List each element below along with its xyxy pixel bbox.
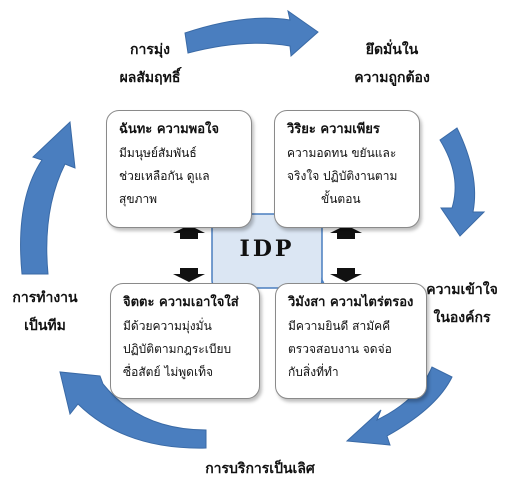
label-line: เป็นทีม xyxy=(24,318,66,334)
connector-arrow-down-right xyxy=(330,268,362,282)
cycle-arrow-right xyxy=(439,127,486,237)
label-service-excellence: การบริการเป็นเลิศ xyxy=(190,459,330,479)
box-line: ตรวจสอบงาน จดจ่อ xyxy=(288,342,392,356)
box-chanda: ฉันทะ ความพอใจ มีมนุษย์สัมพันธ์ ช่วยเหลื… xyxy=(106,110,252,228)
box-title: วิริยะ ความเพียร xyxy=(287,122,380,137)
label-line: ยึดมั่นใน xyxy=(365,42,419,58)
box-title: จิตตะ ความเอาใจใส่ xyxy=(123,295,239,310)
cycle-arrow-bottom-left xyxy=(59,371,207,449)
box-line: ความอดทน ขยันและ xyxy=(287,146,397,160)
label-line: ความถูกต้อง xyxy=(354,70,430,86)
label-achievement-orientation: การมุ่ง ผลสัมฤทธิ์ xyxy=(98,40,202,88)
box-vimamsa: วิมังสา ความไตร่ตรอง มีความยินดี สามัคคี… xyxy=(275,283,427,399)
box-line: ขั้นตอน xyxy=(321,192,361,206)
box-title: วิมังสา ความไตร่ตรอง xyxy=(288,295,414,310)
box-line: มีด้วยความมุ่งมั่น xyxy=(123,319,212,333)
label-organizational-understanding: ความเข้าใจ ในองค์กร xyxy=(420,280,504,328)
label-line: การทำงาน xyxy=(12,290,78,306)
label-teamwork: การทำงาน เป็นทีม xyxy=(0,288,90,336)
idp-label: IDP xyxy=(239,236,295,262)
box-line: ปฏิบัติตามกฎระเบียบ xyxy=(123,342,232,356)
box-line: สุขภาพ xyxy=(119,192,158,206)
label-line: ผลสัมฤทธิ์ xyxy=(119,70,181,86)
connector-arrow-up-right xyxy=(330,225,362,239)
connector-arrow-down-left xyxy=(173,268,205,282)
box-viriya: วิริยะ ความเพียร ความอดทน ขยันและ จริงใจ… xyxy=(274,110,420,228)
connector-arrow-up-left xyxy=(173,225,205,239)
cycle-arrow-top xyxy=(184,9,319,58)
label-integrity: ยึดมั่นใน ความถูกต้อง xyxy=(336,40,448,88)
label-line: การบริการเป็นเลิศ xyxy=(205,461,315,477)
box-line: กับสิ่งที่ทำ xyxy=(288,365,339,379)
cycle-arrow-left xyxy=(20,120,76,275)
label-line: การมุ่ง xyxy=(130,42,170,58)
box-line: จริงใจ ปฏิบัติงานตาม xyxy=(287,169,398,183)
box-title: ฉันทะ ความพอใจ xyxy=(119,122,220,137)
box-line: มีมนุษย์สัมพันธ์ xyxy=(119,146,197,160)
label-line: ในองค์กร xyxy=(433,310,491,326)
box-line: ช่วยเหลือกัน ดูแล xyxy=(119,169,210,183)
box-line: ซื่อสัตย์ ไม่พูดเท็จ xyxy=(123,365,214,379)
label-line: ความเข้าใจ xyxy=(426,282,498,298)
box-citta: จิตตะ ความเอาใจใส่ มีด้วยความมุ่งมั่น ปฏ… xyxy=(110,283,260,399)
box-line: มีความยินดี สามัคคี xyxy=(288,319,391,333)
